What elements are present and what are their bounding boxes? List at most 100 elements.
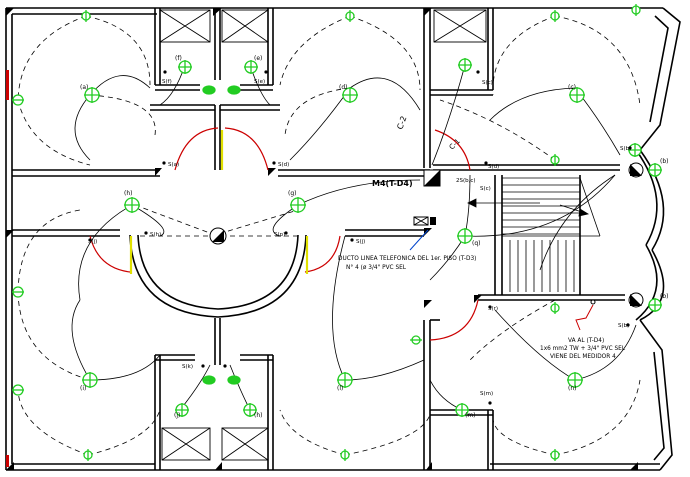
switch-icon (88, 238, 92, 242)
wall-v6 (154, 355, 161, 470)
wall-light-icon (202, 85, 216, 95)
panel-board: M4(T-D4) (372, 169, 441, 188)
columns (6, 8, 638, 470)
right-bay-wall-inner (649, 15, 669, 461)
luminaire-icon (178, 60, 192, 74)
feeder-note: VA AL (T-D4) 1x6 mm2 TW + 3/4" PVC SEL V… (540, 299, 626, 360)
ceiling-light-icon (345, 10, 355, 22)
switch-icon (201, 364, 205, 368)
wall-h10 (433, 164, 620, 171)
luminaire-icon (457, 228, 473, 244)
fixture-tag: (d) (339, 84, 348, 91)
wall-v8 (423, 320, 431, 470)
door-swing (429, 299, 479, 341)
switch-tag: S(h) (150, 232, 161, 238)
wall-light-icon (227, 85, 241, 95)
ceiling-light-icon (12, 286, 24, 298)
shafts (159, 9, 487, 461)
shaft-3 (433, 9, 487, 43)
switch-icon (488, 401, 492, 405)
switch-icon (272, 161, 276, 165)
hall-arc-inner (137, 234, 299, 310)
switch-tag: S(f) (162, 79, 172, 85)
luminaire-icon (569, 87, 585, 103)
wall-v7 (267, 355, 274, 470)
wall-h2 (278, 169, 430, 177)
fixture-tag: (j) (174, 412, 180, 419)
switch-tag: S(b) (620, 146, 631, 152)
wall-h5 (155, 84, 273, 91)
wall-v2 (214, 8, 221, 80)
luminaire-icon (648, 298, 662, 312)
door-swing (89, 235, 131, 273)
fixture-tag: (a) (80, 84, 88, 91)
ceiling-light-icon (550, 10, 560, 22)
wall-light-icon (227, 375, 241, 385)
switch-icon (284, 231, 288, 235)
wall-h11 (478, 294, 625, 301)
wall-h3 (12, 229, 120, 237)
wall-v4 (423, 8, 431, 168)
shaft-5 (221, 427, 269, 461)
wall-v1 (154, 8, 161, 85)
switch-icon (484, 161, 488, 165)
wall-light-icon (202, 375, 216, 385)
luminaire-icon (244, 60, 258, 74)
ceiling-light-icon (12, 94, 24, 106)
fixture-tag: (b) (660, 158, 669, 165)
shaft-2 (221, 9, 269, 43)
stair-tag: 2S(b,c) (456, 178, 476, 184)
wall-v3 (267, 8, 274, 85)
feeder-note-line: VIENE DEL MEDIDOR 4 (550, 354, 616, 360)
shaft-1 (159, 9, 211, 43)
wall-h6 (155, 354, 273, 361)
fixture-tag: (g) (288, 190, 297, 197)
ceiling-light-icon (410, 335, 422, 345)
switch-tag: S(p) (274, 232, 285, 238)
switch-icon (628, 146, 632, 150)
fixture-tag: (n) (568, 385, 576, 392)
luminaire-icon (337, 372, 353, 388)
wall-v11 (214, 318, 221, 365)
bay-curve-top (635, 149, 665, 251)
stair-wall (494, 175, 581, 295)
luminaire-icon (124, 197, 140, 213)
phone-note-line: DUCTO LINEA TELEFONICA DEL 1er. PISO (T-… (338, 256, 476, 262)
meter-lead (575, 304, 594, 331)
switch-icon (163, 70, 167, 74)
switch-labels: S(f) S(e) S(c) S(b) S(a) S(d) S(d) S(p) … (88, 79, 631, 397)
switch-tag: S(c) (482, 80, 493, 86)
switch-tag: S(e) (254, 79, 265, 85)
stair-arrows (467, 198, 590, 217)
outer-wall-inner (12, 13, 660, 465)
switch-icon (626, 323, 630, 327)
switch-tag: S(d) (488, 164, 499, 170)
circuit-label: C-1 (448, 137, 462, 151)
fixture-tag: (e) (254, 55, 262, 62)
fixture-tag: (h) (254, 412, 262, 419)
doors (89, 127, 479, 341)
luminaire-icon (243, 403, 257, 417)
luminaire-icon (455, 403, 469, 417)
ceiling-light-icon (12, 384, 24, 396)
door-swing (434, 129, 471, 171)
wall-v5 (487, 8, 494, 90)
circuit-wiring (17, 15, 641, 456)
wall-h4 (345, 229, 424, 237)
luminaire-icon (290, 197, 306, 213)
switch-tag: S(j) (356, 239, 365, 245)
bay-curve-bottom (635, 244, 665, 321)
switch-tag: S(r) (488, 306, 498, 312)
stair-treads (502, 177, 601, 292)
ceiling-light-icon (550, 302, 560, 314)
ceiling-light-icon (81, 10, 91, 22)
fixture-tag: (b) (660, 293, 669, 300)
phone-note-line: N° 4 (ø 3/4" PVC SEL (346, 265, 407, 271)
wall-v10 (214, 105, 221, 170)
fixture-tag: (l) (337, 385, 343, 392)
door-swing (224, 127, 269, 171)
circuit-labels: C-2 C-1 (395, 115, 461, 152)
switch-icon (350, 238, 354, 242)
phone-lead-line (409, 229, 429, 251)
